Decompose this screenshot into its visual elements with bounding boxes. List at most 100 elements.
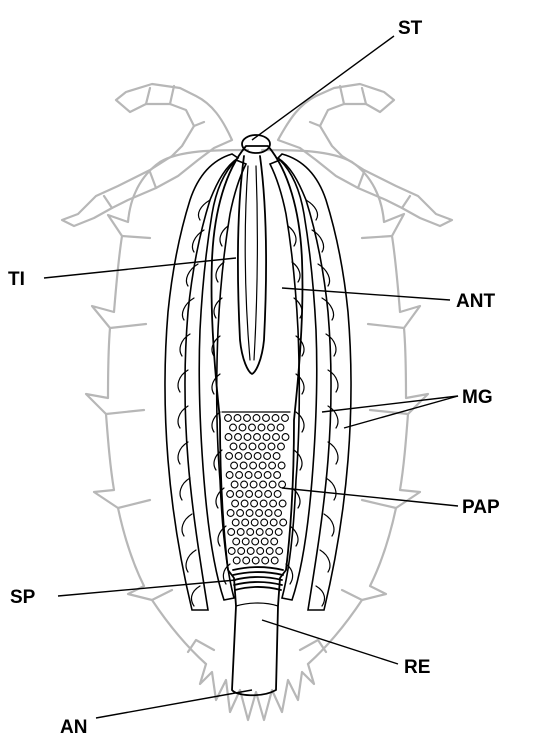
papilla <box>233 557 240 564</box>
papilla <box>232 519 239 526</box>
sphincter <box>233 567 283 590</box>
papilla <box>246 491 253 498</box>
papilla <box>280 519 287 526</box>
papilla <box>249 424 256 431</box>
leader-sp <box>58 580 236 596</box>
papilla <box>227 510 234 517</box>
papilla <box>265 491 272 498</box>
papilla <box>250 462 257 469</box>
papilla <box>241 500 248 507</box>
papilla <box>270 519 277 526</box>
papilla <box>273 453 280 460</box>
papilla <box>266 548 273 555</box>
papilla <box>269 481 276 488</box>
papilla <box>226 453 233 460</box>
papilla <box>241 481 248 488</box>
papilla <box>237 510 244 517</box>
papilla <box>279 481 286 488</box>
papilla <box>251 500 258 507</box>
papilla <box>275 510 282 517</box>
leader-lines <box>44 36 458 718</box>
papilla <box>260 500 267 507</box>
typhlosole-groove <box>245 166 257 360</box>
papilla <box>259 443 266 450</box>
papilla <box>256 510 263 517</box>
papilla <box>240 462 247 469</box>
papilla <box>272 415 279 422</box>
papilla <box>268 424 275 431</box>
gland-right-inner <box>270 160 317 600</box>
label-ant: ANT <box>456 291 495 312</box>
papilla <box>265 510 272 517</box>
leader-re <box>262 620 398 664</box>
papilla <box>227 491 234 498</box>
papilla <box>244 415 251 422</box>
papilla <box>234 415 241 422</box>
right-antenna <box>278 84 452 226</box>
papilla <box>246 510 253 517</box>
midgut-glands-left <box>165 154 246 610</box>
papilla <box>247 548 254 555</box>
papilla <box>235 434 242 441</box>
papilla <box>243 557 250 564</box>
papilla <box>244 434 251 441</box>
label-ti: TI <box>8 269 25 290</box>
papilla <box>276 548 283 555</box>
papilla <box>263 415 270 422</box>
papilla <box>247 529 254 536</box>
papilla <box>282 415 289 422</box>
label-mg: MG <box>462 387 493 408</box>
papilla <box>282 434 289 441</box>
papilla <box>278 462 285 469</box>
leader-mg-2 <box>344 396 458 428</box>
papilla <box>226 472 233 479</box>
papilla <box>252 557 259 564</box>
papilla <box>275 529 282 536</box>
papilla <box>257 548 264 555</box>
papilla <box>260 481 267 488</box>
papilla <box>225 415 232 422</box>
papilla <box>261 519 268 526</box>
label-sp: SP <box>10 587 36 608</box>
papilla <box>242 538 249 545</box>
papilla <box>250 481 257 488</box>
papilla <box>254 453 261 460</box>
papilla <box>268 443 275 450</box>
papilla <box>254 434 261 441</box>
papilla <box>251 519 258 526</box>
typhlosole <box>238 156 266 374</box>
papilla <box>264 453 271 460</box>
papilla <box>259 462 266 469</box>
papilla <box>235 453 242 460</box>
papilla <box>233 538 240 545</box>
papilla <box>273 434 280 441</box>
papilla <box>277 424 284 431</box>
papilla <box>238 548 245 555</box>
papilla <box>240 443 247 450</box>
papilla <box>228 548 235 555</box>
papilla <box>274 472 281 479</box>
papilla <box>232 500 239 507</box>
papilla <box>274 491 281 498</box>
papilla <box>255 491 262 498</box>
papilla <box>270 500 277 507</box>
label-pap: PAP <box>462 497 500 518</box>
papilla <box>231 481 238 488</box>
papilla <box>231 462 238 469</box>
papilla <box>253 415 260 422</box>
papilla <box>237 529 244 536</box>
papilla <box>255 472 262 479</box>
papilla <box>230 424 237 431</box>
label-st: ST <box>398 18 423 39</box>
rectum-top <box>236 603 278 606</box>
papilla <box>258 424 265 431</box>
papilla <box>252 538 259 545</box>
papilla <box>269 462 276 469</box>
papilla <box>256 529 263 536</box>
midgut-glands-right <box>270 154 351 610</box>
papilla <box>271 538 278 545</box>
papilla <box>278 443 285 450</box>
papilla <box>245 453 252 460</box>
